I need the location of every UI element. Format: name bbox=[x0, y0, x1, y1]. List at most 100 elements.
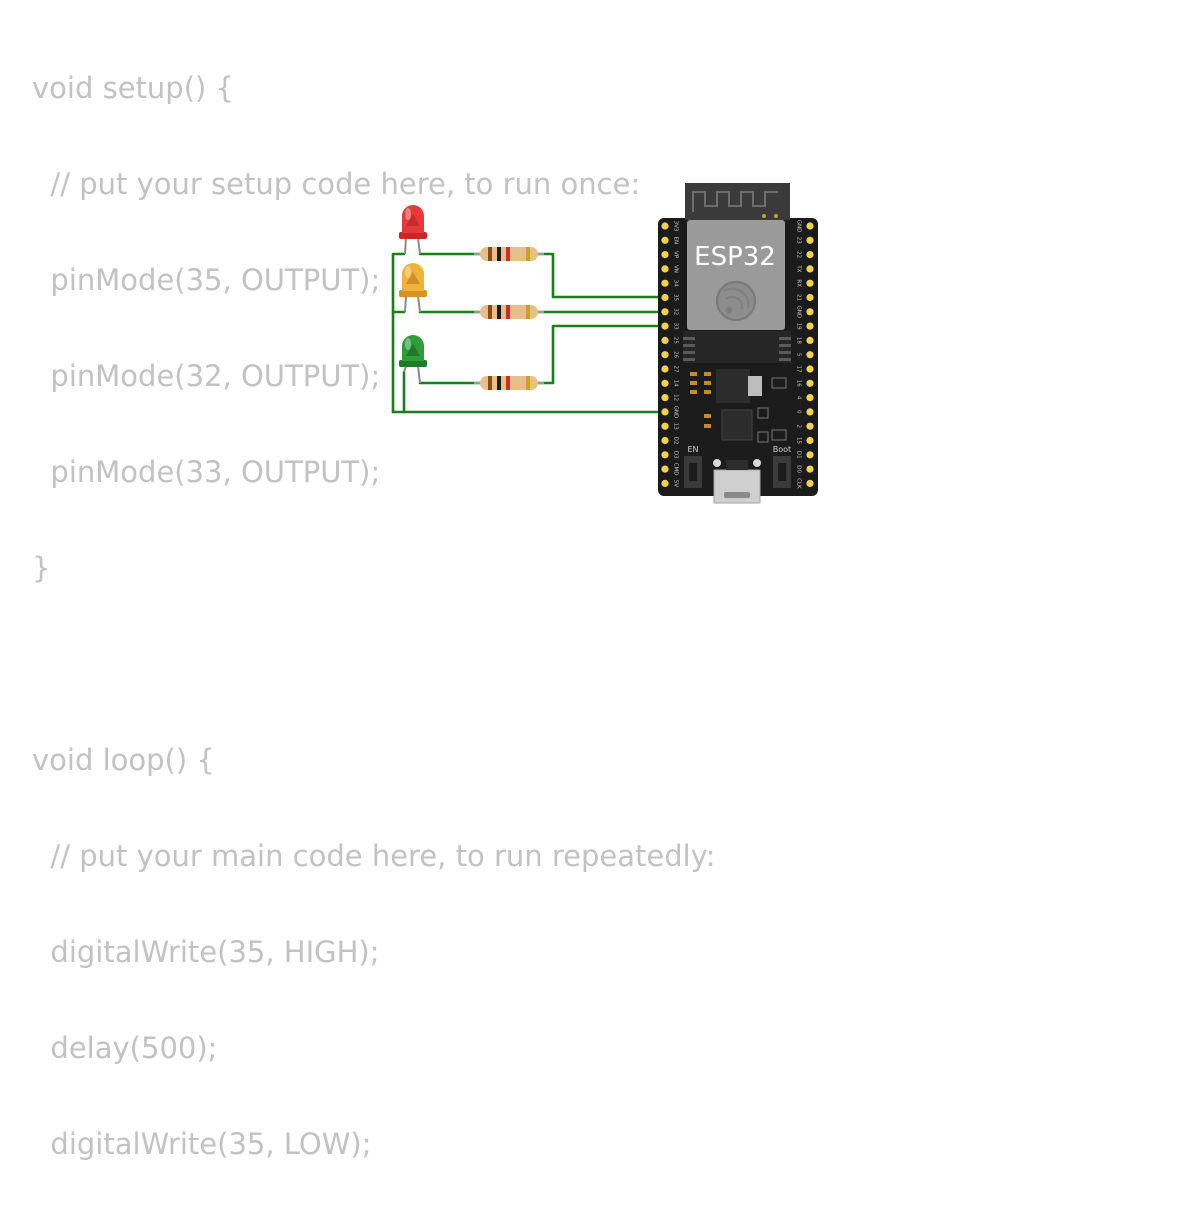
right-pin-label: 2 bbox=[796, 424, 802, 428]
right-pin-18[interactable] bbox=[806, 336, 814, 344]
left-pin-25[interactable] bbox=[661, 336, 669, 344]
right-pin-label: 18 bbox=[796, 337, 802, 344]
code-line: digitalWrite(35, LOW); bbox=[32, 1127, 372, 1161]
left-pin-35[interactable] bbox=[661, 293, 669, 302]
led-red[interactable] bbox=[399, 205, 427, 255]
left-pin-32[interactable] bbox=[661, 308, 669, 316]
left-pin-label: D2 bbox=[673, 437, 679, 445]
right-pin-2[interactable] bbox=[806, 422, 814, 430]
usb-uart-chip bbox=[721, 409, 753, 441]
right-pin-gnd[interactable] bbox=[806, 308, 814, 316]
right-pin-22[interactable] bbox=[806, 251, 814, 259]
right-pin-21[interactable] bbox=[806, 293, 814, 302]
en-button[interactable] bbox=[684, 456, 702, 488]
right-pin-d1[interactable] bbox=[806, 451, 814, 459]
esp32-board[interactable]: ESP32 EN Boot bbox=[658, 183, 818, 504]
code-line: // put your setup code here, to run once… bbox=[32, 167, 641, 201]
code-line: void loop() { bbox=[32, 743, 215, 777]
left-pin-26[interactable] bbox=[661, 351, 669, 359]
right-pin-23[interactable] bbox=[806, 236, 814, 244]
right-pin-label: 23 bbox=[796, 237, 802, 244]
right-pin-label: D0 bbox=[796, 465, 802, 473]
left-pin-label: CMD bbox=[673, 463, 679, 476]
right-pin-label: CLK bbox=[796, 478, 802, 489]
left-pin-5v[interactable] bbox=[661, 479, 669, 487]
right-pin-label: RX bbox=[796, 279, 802, 287]
en-button-label: EN bbox=[687, 445, 698, 454]
right-pin-rx[interactable] bbox=[806, 279, 814, 287]
boot-button[interactable] bbox=[773, 456, 791, 488]
right-pin-5[interactable] bbox=[806, 351, 814, 359]
circuit-diagram: ESP32 EN Boot bbox=[391, 183, 818, 504]
left-pin-27[interactable] bbox=[661, 365, 669, 373]
left-pin-label: GND bbox=[673, 406, 679, 419]
left-pin-13[interactable] bbox=[661, 422, 669, 430]
right-pin-16[interactable] bbox=[806, 379, 814, 387]
left-pin-d2[interactable] bbox=[661, 436, 669, 445]
left-pin-cmd[interactable] bbox=[661, 465, 669, 473]
left-pin-12[interactable] bbox=[661, 394, 669, 402]
code-line: pinMode(35, OUTPUT); bbox=[32, 263, 381, 297]
right-pin-label: 22 bbox=[796, 251, 802, 258]
code-line bbox=[32, 640, 716, 688]
board-label: ESP32 bbox=[694, 242, 776, 272]
right-pin-label: GND bbox=[796, 305, 802, 318]
left-pin-33[interactable] bbox=[661, 322, 669, 330]
right-pin-label: 5 bbox=[796, 353, 802, 357]
left-pin-34[interactable] bbox=[661, 279, 669, 287]
right-pin-gnd[interactable] bbox=[806, 222, 814, 230]
left-pin-d3[interactable] bbox=[661, 451, 669, 459]
wifi-module bbox=[685, 183, 790, 220]
right-pin-0[interactable] bbox=[806, 408, 814, 416]
right-pin-15[interactable] bbox=[806, 436, 814, 445]
right-pin-label: GND bbox=[796, 220, 802, 233]
right-pin-19[interactable] bbox=[806, 322, 814, 330]
left-pin-label: 32 bbox=[673, 308, 679, 315]
left-pin-label: 35 bbox=[673, 294, 679, 301]
left-pin-gnd[interactable] bbox=[661, 408, 669, 416]
left-pin-14[interactable] bbox=[661, 379, 669, 387]
right-pin-4[interactable] bbox=[806, 394, 814, 402]
wire-red-cathode-gnd[interactable] bbox=[391, 252, 406, 414]
left-pin-label: 33 bbox=[673, 323, 679, 330]
left-pin-3v3[interactable] bbox=[661, 222, 669, 230]
left-pin-label: 34 bbox=[673, 280, 679, 287]
left-header-pins: 3V3ENVPVN343532332526271412GND13D2D3CMD5… bbox=[661, 221, 679, 487]
right-pin-label: 0 bbox=[796, 410, 802, 414]
left-pin-label: 12 bbox=[673, 394, 679, 401]
left-pin-label: VN bbox=[673, 265, 679, 273]
espressif-logo-icon bbox=[715, 280, 757, 322]
boot-button-label: Boot bbox=[773, 445, 791, 454]
wire-red-resistor-to-pin35[interactable] bbox=[536, 252, 667, 299]
resistor-yellow-led[interactable] bbox=[474, 305, 544, 319]
right-pin-d0[interactable] bbox=[806, 465, 814, 473]
led-yellow[interactable] bbox=[399, 263, 427, 313]
code-line: // put your main code here, to run repea… bbox=[32, 839, 716, 873]
code-line: pinMode(33, OUTPUT); bbox=[32, 455, 381, 489]
left-pin-label: 3V3 bbox=[673, 221, 679, 232]
left-pin-vn[interactable] bbox=[661, 265, 669, 273]
left-pin-label: 26 bbox=[673, 351, 679, 358]
right-pin-clk[interactable] bbox=[806, 479, 814, 487]
right-pin-label: 16 bbox=[796, 380, 802, 387]
left-pin-label: D3 bbox=[673, 451, 679, 459]
right-pin-label: 4 bbox=[796, 396, 802, 400]
antenna-icon bbox=[692, 191, 778, 212]
left-pin-vp[interactable] bbox=[661, 251, 669, 259]
resistor-green-led[interactable] bbox=[474, 376, 544, 390]
code-line: void setup() { bbox=[32, 71, 234, 105]
resistor-red-led[interactable] bbox=[474, 247, 544, 261]
led-green[interactable] bbox=[399, 335, 427, 384]
left-pin-label: 5V bbox=[673, 480, 679, 487]
code-line: } bbox=[32, 551, 51, 585]
module-shield bbox=[687, 220, 785, 330]
right-pin-17[interactable] bbox=[806, 365, 814, 373]
right-pin-label: 17 bbox=[796, 366, 802, 373]
left-pin-label: 14 bbox=[673, 380, 679, 387]
wire-green-resistor-to-pin33[interactable] bbox=[536, 324, 667, 385]
right-pin-tx[interactable] bbox=[806, 265, 814, 273]
code-line: pinMode(32, OUTPUT); bbox=[32, 359, 381, 393]
left-pin-label: 25 bbox=[673, 337, 679, 344]
left-pin-en[interactable] bbox=[661, 236, 669, 244]
